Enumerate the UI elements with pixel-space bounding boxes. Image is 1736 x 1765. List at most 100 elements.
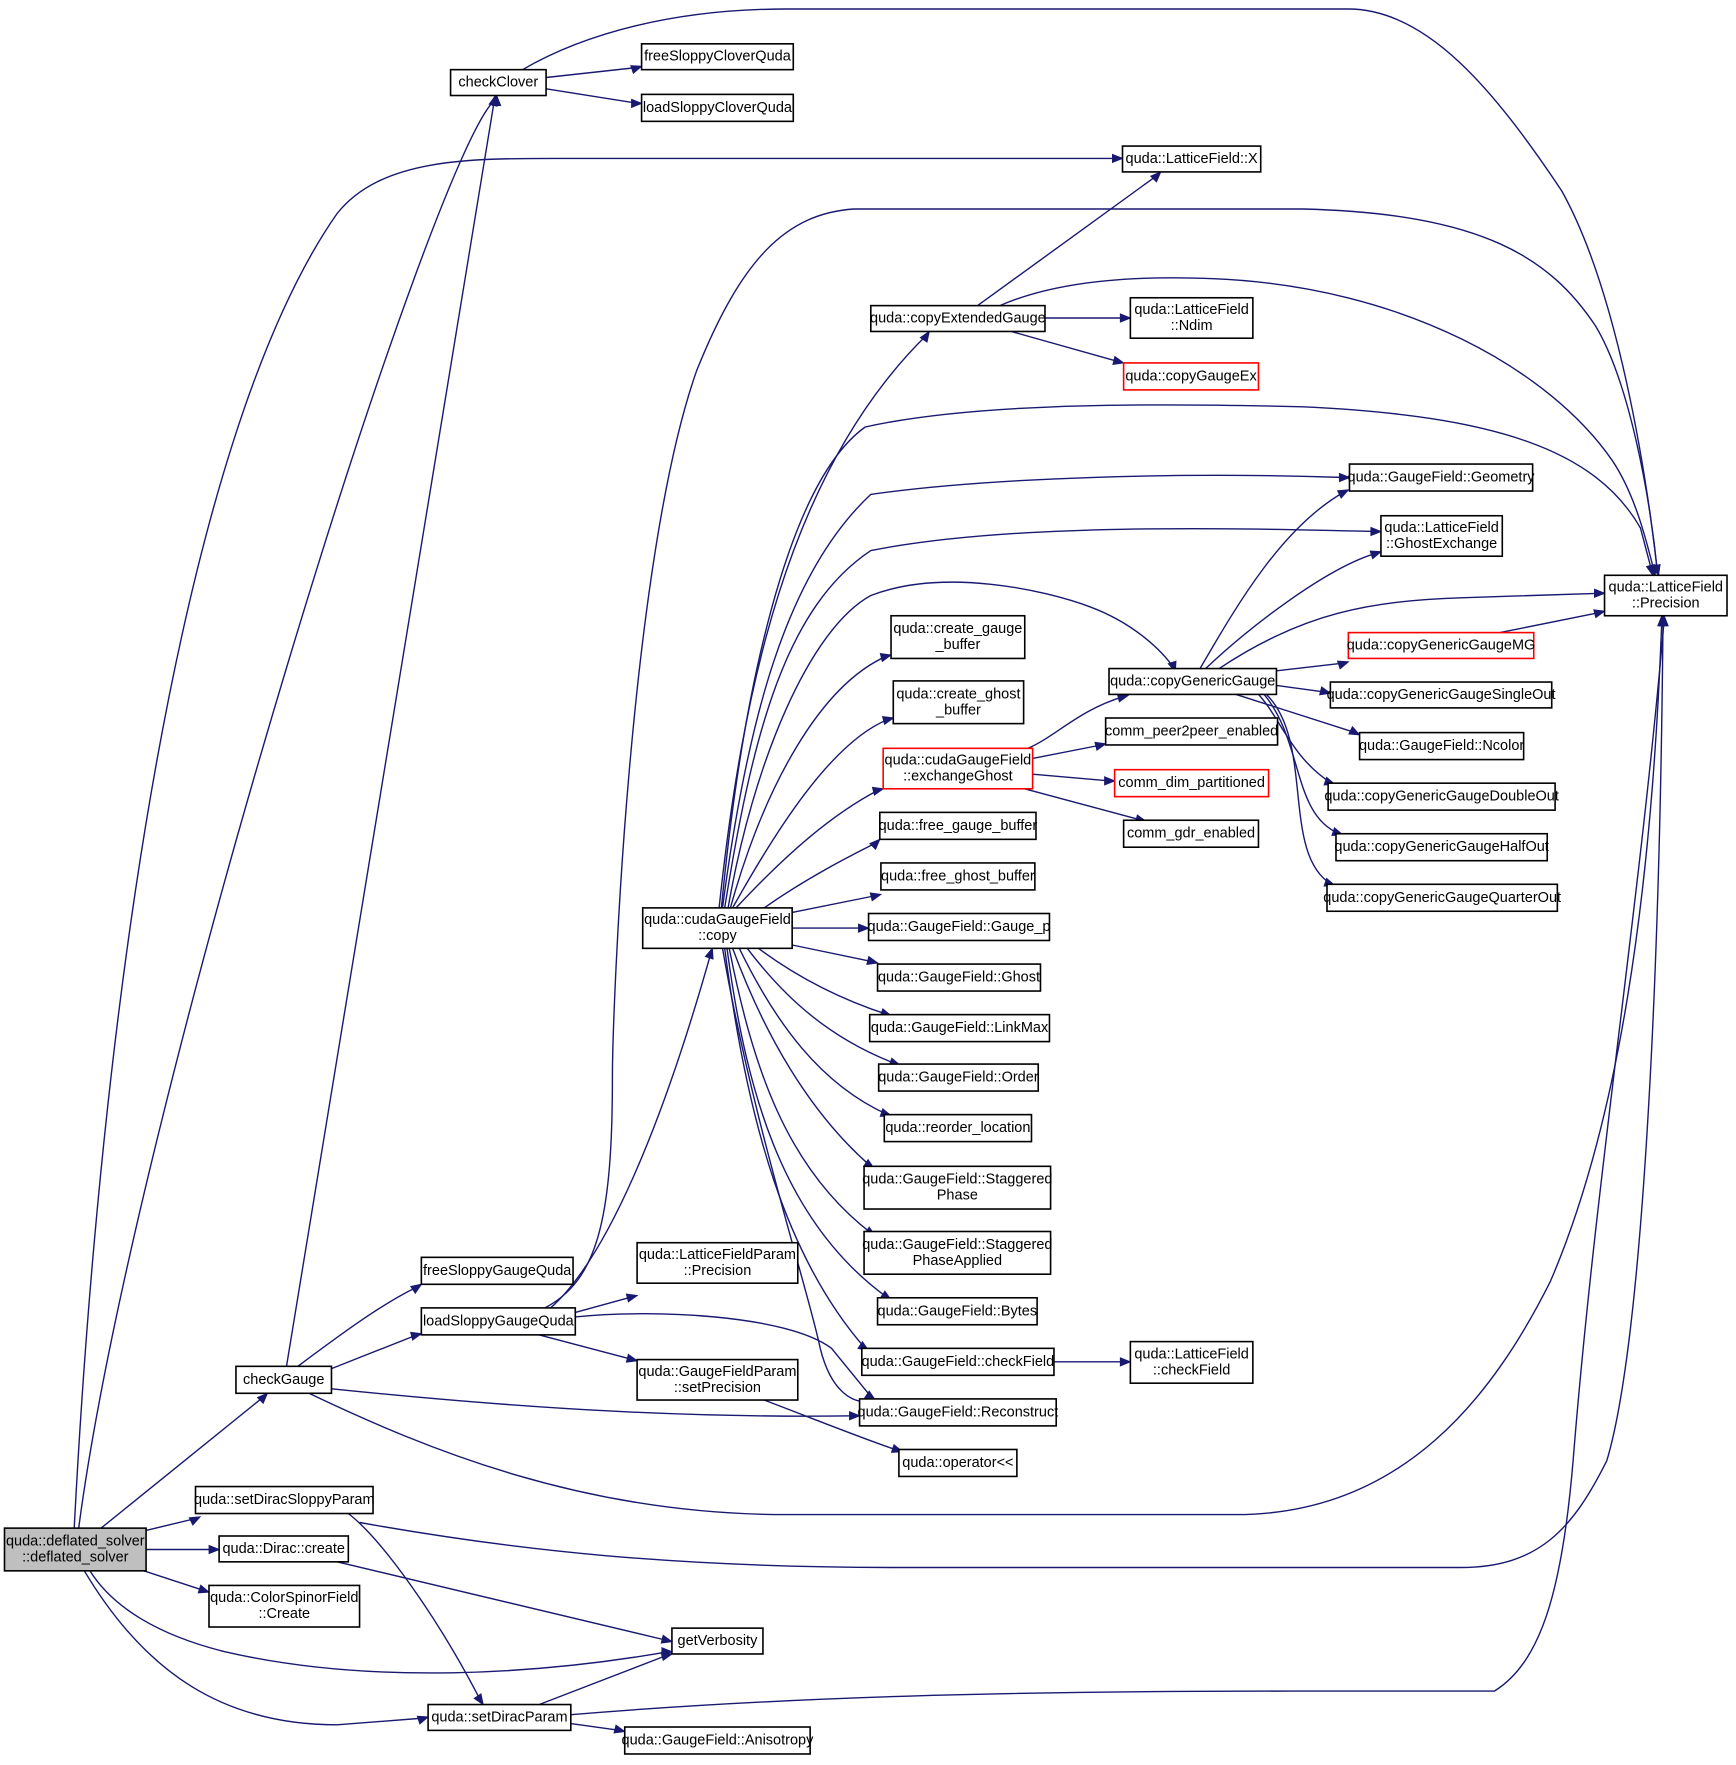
edge-line [792, 894, 877, 914]
node-label: quda::LatticeField::X [1126, 151, 1259, 167]
node-box [235, 1365, 333, 1395]
edge-cudaGF_copy-to-GF_StaggeredPhaseApplied [728, 948, 877, 1237]
node-copyGenericGaugeSingleOut[interactable]: quda::copyGenericGaugeSingleOut [1327, 681, 1556, 709]
node-box [880, 862, 1036, 891]
node-GF_Gauge_p[interactable]: quda::GaugeField::Gauge_p [868, 912, 1051, 942]
node-copyExtendedGauge[interactable]: quda::copyExtendedGauge [870, 304, 1046, 333]
node-GF_LinkMax[interactable]: quda::GaugeField::LinkMax [868, 1013, 1051, 1043]
node-LF_GhostExchange[interactable]: quda::LatticeField::GhostExchange [1380, 514, 1504, 557]
edge-checkGauge-to-freeSloppyGaugeQuda [297, 1283, 423, 1367]
edge-line [1032, 744, 1102, 760]
node-copyGenericGauge[interactable]: quda::copyGenericGauge [1108, 667, 1278, 696]
edge-checkClover-to-loadSloppyCloverQuda [545, 88, 643, 109]
node-create_ghost_buffer[interactable]: quda::create_ghost_buffer [892, 680, 1025, 725]
node-comm_peer2peer_enabled[interactable]: comm_peer2peer_enabled [1104, 717, 1279, 746]
node-GF_Geometry[interactable]: quda::GaugeField::Geometry [1348, 463, 1536, 492]
arrowhead-icon [866, 955, 879, 965]
node-freeSloppyGaugeQuda[interactable]: freeSloppyGaugeQuda [420, 1256, 574, 1286]
edge-loadSloppyGaugeQuda-to-copyExtendedGauge [544, 208, 1661, 1309]
edge-checkGauge-to-GF_Reconstruct [331, 1388, 861, 1421]
node-label: quda::GaugeField::Reconstruct [858, 1404, 1059, 1420]
edge-line [145, 1517, 198, 1532]
node-box [861, 1347, 1055, 1377]
edge-line [735, 789, 880, 909]
arrowhead-icon [849, 1411, 861, 1421]
node-checkGauge[interactable]: checkGauge [235, 1365, 333, 1395]
edge-line [738, 947, 888, 1116]
node-label: quda::GaugeField::Staggered [862, 1237, 1052, 1253]
node-box [892, 680, 1025, 725]
node-copyGenericGaugeDoubleOut[interactable]: quda::copyGenericGaugeDoubleOut [1324, 782, 1559, 811]
arrowhead-icon [256, 1392, 269, 1405]
node-cudaGF_copy[interactable]: quda::cudaGaugeField::copy [641, 907, 793, 950]
node-checkClover[interactable]: checkClover [449, 68, 547, 97]
edge-line [570, 1722, 621, 1732]
edge-cudaGF_copy-to-LF_GhostExchange [724, 526, 1383, 909]
arrowhead-icon [625, 1293, 639, 1303]
node-GFParam_setPrecision[interactable]: quda::GaugeFieldParam::setPrecision [636, 1358, 799, 1401]
node-LF_Ndim[interactable]: quda::LatticeField::Ndim [1129, 296, 1254, 340]
node-box [636, 1241, 799, 1284]
edge-cudaGF_copy-to-GF_StaggeredPhase [731, 948, 876, 1170]
node-copyGenericGaugeQuarterOut[interactable]: quda::copyGenericGaugeQuarterOut [1323, 883, 1561, 913]
node-GF_Order[interactable]: quda::GaugeField::Order [877, 1063, 1040, 1092]
node-CSF_Create[interactable]: quda::ColorSpinorField::Create [208, 1584, 361, 1628]
node-LF_Precision[interactable]: quda::LatticeField::Precision [1603, 574, 1728, 617]
node-free_gauge_buffer[interactable]: quda::free_gauge_buffer [879, 811, 1038, 841]
node-reorder_location[interactable]: quda::reorder_location [883, 1113, 1033, 1143]
node-create_gauge_buffer[interactable]: quda::create_gauge_buffer [890, 614, 1026, 660]
edge-line [1257, 693, 1332, 784]
node-comm_dim_partitioned[interactable]: comm_dim_partitioned [1113, 768, 1270, 798]
node-label: quda::copyExtendedGauge [870, 311, 1046, 327]
node-LF_checkField[interactable]: quda::LatticeField::checkField [1129, 1340, 1254, 1384]
node-operator_ll[interactable]: quda::operator<< [898, 1448, 1018, 1478]
node-copyGenericGaugeHalfOut[interactable]: quda::copyGenericGaugeHalfOut [1334, 832, 1549, 862]
node-box [1108, 667, 1278, 696]
node-comm_gdr_enabled[interactable]: comm_gdr_enabled [1122, 819, 1260, 849]
arrowhead-icon [1319, 686, 1332, 696]
arrowhead-icon [1348, 725, 1361, 736]
edge-cudaGF_copy-to-free_gauge_buffer [763, 838, 881, 909]
node-GF_checkField[interactable]: quda::GaugeField::checkField [861, 1347, 1055, 1377]
edge-line [729, 655, 887, 909]
node-box [883, 1113, 1033, 1143]
node-setDiracSloppyParam[interactable]: quda::setDiracSloppyParam [194, 1485, 375, 1515]
node-loadSloppyGaugeQuda[interactable]: loadSloppyGaugeQuda [420, 1307, 577, 1336]
node-GF_Ncolor[interactable]: quda::GaugeField::Ncolor [1358, 731, 1525, 761]
node-GF_Bytes[interactable]: quda::GaugeField::Bytes [876, 1296, 1038, 1326]
node-getVerbosity[interactable]: getVerbosity [671, 1627, 764, 1655]
node-box [449, 68, 547, 97]
arrowhead-icon [869, 892, 883, 902]
node-label: quda::LatticeField [1609, 580, 1723, 596]
arrowhead-icon [660, 1651, 674, 1662]
node-loadSloppyCloverQuda[interactable]: loadSloppyCloverQuda [640, 93, 795, 123]
node-label: quda::GaugeField::Gauge_p [868, 919, 1051, 935]
node-GF_Anisotropy[interactable]: quda::GaugeField::Anisotropy [622, 1726, 815, 1755]
node-label: _buffer [934, 637, 980, 653]
node-copyGenericGaugeMG[interactable]: quda::copyGenericGaugeMG [1347, 631, 1536, 660]
node-label: quda::LatticeFieldParam [639, 1247, 796, 1263]
node-box [420, 1307, 577, 1336]
node-LF_X[interactable]: quda::LatticeField::X [1121, 145, 1262, 173]
node-GF_Ghost[interactable]: quda::GaugeField::Ghost [876, 963, 1042, 992]
arrowhead-icon [919, 330, 930, 343]
node-Dirac_create[interactable]: quda::Dirac::create [218, 1535, 350, 1563]
node-label: ::Ndim [1171, 318, 1213, 334]
node-free_ghost_buffer[interactable]: quda::free_ghost_buffer [880, 862, 1036, 891]
node-copyGaugeEx[interactable]: quda::copyGaugeEx [1122, 362, 1260, 391]
edge-line [331, 1388, 856, 1417]
edge-line [347, 1512, 482, 1702]
node-exchangeGhost[interactable]: quda::cudaGaugeField::exchangeGhost [882, 747, 1034, 790]
arrowhead-icon [410, 1331, 423, 1341]
node-setDiracParam[interactable]: quda::setDiracParam [427, 1703, 572, 1732]
node-freeSloppyCloverQuda[interactable]: freeSloppyCloverQuda [640, 43, 795, 71]
node-box [870, 304, 1046, 333]
edge-line [999, 277, 1655, 571]
node-LFParam_Precision[interactable]: quda::LatticeFieldParam::Precision [636, 1241, 799, 1284]
node-GF_Reconstruct[interactable]: quda::GaugeField::Reconstruct [858, 1398, 1059, 1427]
node-label: quda::GaugeField::Ncolor [1359, 738, 1524, 754]
node-label: loadSloppyCloverQuda [643, 100, 793, 116]
